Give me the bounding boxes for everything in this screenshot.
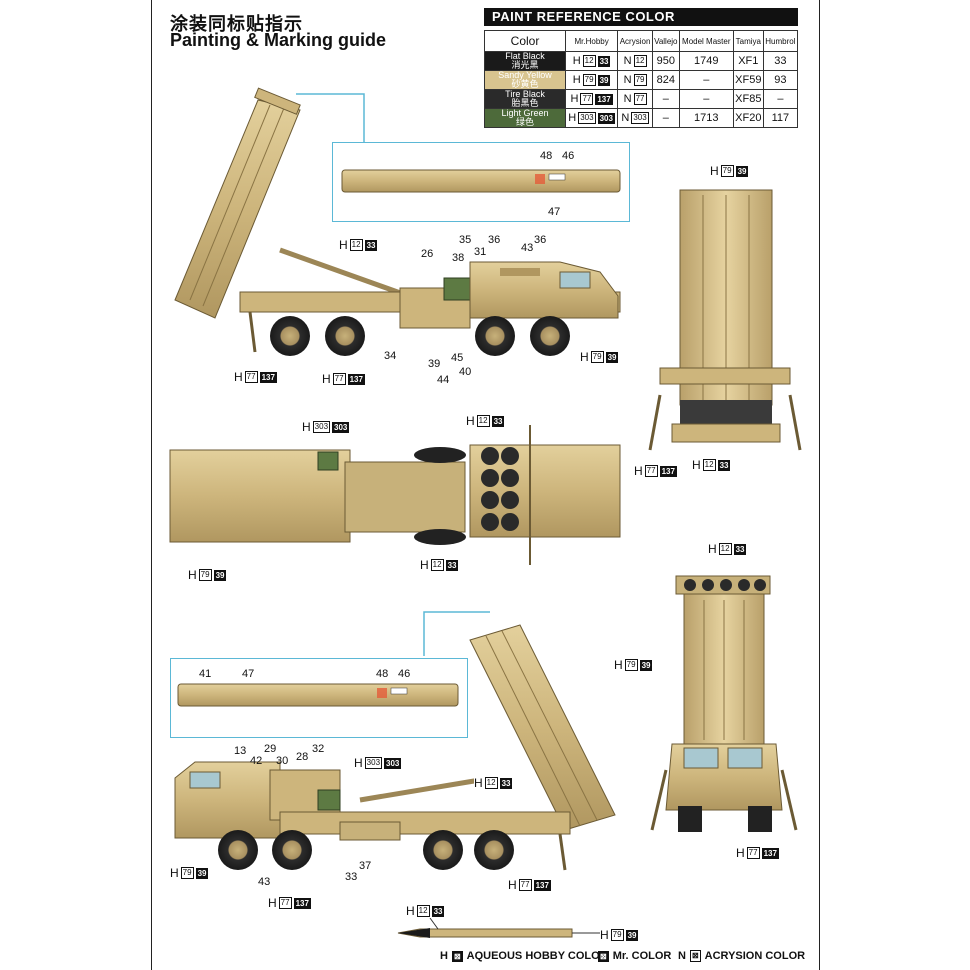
part-number-13: 13 bbox=[234, 745, 247, 757]
part-number-38: 38 bbox=[452, 252, 465, 264]
part-number-34: 34 bbox=[384, 350, 397, 362]
part-number-45: 45 bbox=[451, 352, 464, 364]
right-margin-line bbox=[819, 0, 820, 970]
paint-reference-table: PAINT REFERENCE COLOR Color Mr.Hobby Acr… bbox=[484, 8, 799, 128]
decal-number-48-b: 48 bbox=[376, 668, 389, 680]
decal-number-47-b: 47 bbox=[242, 668, 255, 680]
overhead-view bbox=[169, 425, 621, 565]
decal-number-41: 41 bbox=[199, 668, 212, 680]
humbrol-code: 117 bbox=[762, 108, 799, 128]
part-number-30: 30 bbox=[276, 755, 289, 767]
title-chinese: 涂装同标贴指示 bbox=[170, 14, 303, 35]
front-view bbox=[650, 575, 798, 832]
part-number-33: 33 bbox=[345, 871, 358, 883]
tamiya-code: XF20 bbox=[732, 108, 764, 128]
part-number-35: 35 bbox=[459, 234, 472, 246]
part-number-42: 42 bbox=[250, 755, 263, 767]
acrysion-box-icon: ⊠ bbox=[689, 950, 701, 962]
part-number-37: 37 bbox=[359, 860, 372, 872]
part-number-28: 28 bbox=[296, 751, 309, 763]
vallejo-code: 950 bbox=[651, 51, 680, 71]
part-number-31: 31 bbox=[474, 246, 487, 258]
paint-table-grid: Color Mr.Hobby Acrysion Vallejo Model Ma… bbox=[484, 30, 799, 128]
legend-acrysion: N⊠ ACRYSION COLOR bbox=[678, 950, 806, 962]
humbrol-code: 33 bbox=[762, 51, 799, 71]
part-number-44: 44 bbox=[437, 374, 450, 386]
rear-view-launcher bbox=[648, 189, 802, 451]
part-number-36: 36 bbox=[488, 234, 501, 246]
tamiya-code: XF1 bbox=[732, 51, 764, 71]
bottom-side-view bbox=[174, 624, 616, 871]
mr-color-box-icon: ⊠ bbox=[598, 950, 609, 962]
aqueous-box-icon: ⊠ bbox=[451, 950, 463, 962]
detail-frame-top bbox=[332, 142, 630, 222]
part-number-43: 43 bbox=[521, 242, 534, 254]
left-margin-line bbox=[151, 0, 152, 970]
part-number-40: 40 bbox=[459, 366, 472, 378]
detail-frame-bottom bbox=[170, 658, 468, 738]
detail-tube-bottom bbox=[177, 611, 490, 707]
title-english: Painting & Marking guide bbox=[170, 30, 387, 50]
part-number-43-b: 43 bbox=[258, 876, 271, 888]
part-number-29: 29 bbox=[264, 743, 277, 755]
part-number-32: 32 bbox=[312, 743, 325, 755]
model-master-code: 1713 bbox=[678, 108, 734, 128]
paint-table-title: PAINT REFERENCE COLOR bbox=[484, 8, 798, 26]
legend-aqueous: H⊠ AQUEOUS HOBBY COLOR bbox=[440, 950, 608, 962]
detail-tube-top bbox=[341, 169, 621, 193]
decal-number-46: 46 bbox=[562, 150, 575, 162]
part-number-39: 39 bbox=[428, 358, 441, 370]
legend-mr-color: ⊠ Mr. COLOR bbox=[598, 950, 672, 962]
top-side-view bbox=[174, 87, 621, 356]
decal-number-47: 47 bbox=[548, 206, 561, 218]
missile-drawing bbox=[397, 917, 600, 938]
part-number-26: 26 bbox=[421, 248, 434, 260]
part-number-36-b: 36 bbox=[534, 234, 547, 246]
decal-number-46-b: 46 bbox=[398, 668, 411, 680]
tamiya-code: XF59 bbox=[732, 70, 764, 90]
column-header-color: Color bbox=[484, 30, 566, 52]
decal-number-48: 48 bbox=[540, 150, 553, 162]
